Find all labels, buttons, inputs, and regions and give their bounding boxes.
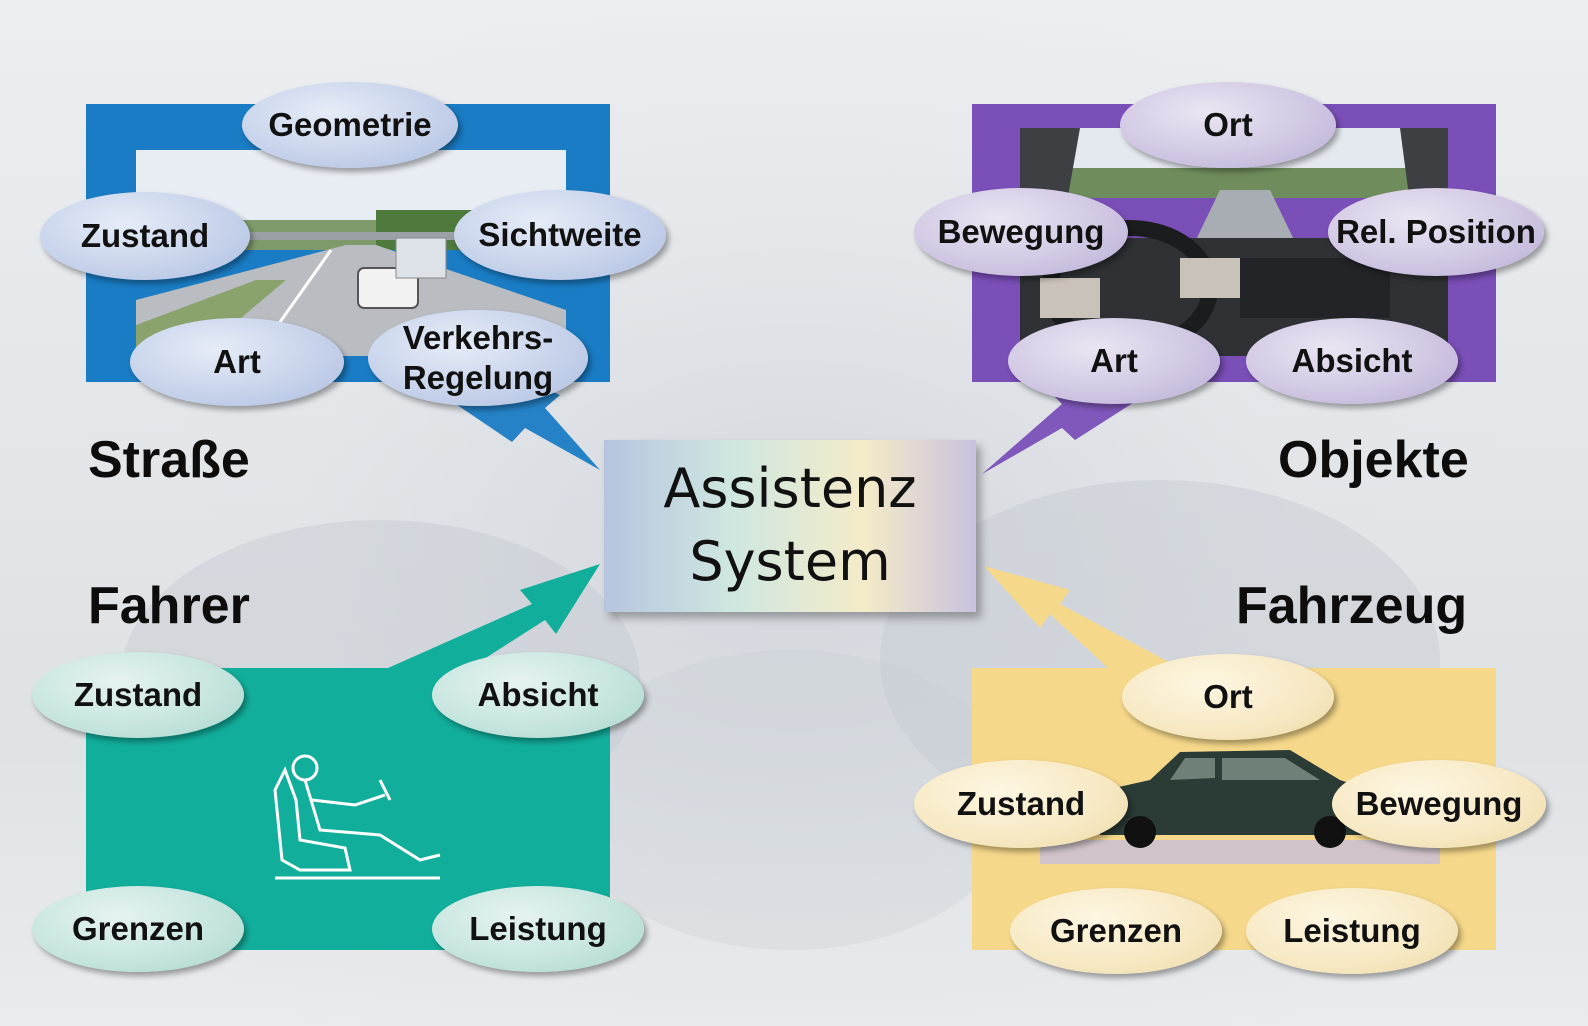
category-fahrer: Fahrer: [88, 577, 250, 635]
strasse-geometrie-ellipse: Geometrie: [242, 82, 458, 168]
label: Zustand: [73, 676, 203, 714]
fahrer-zustand-ellipse: Zustand: [32, 652, 244, 738]
center-title-line2: System: [689, 530, 891, 593]
label: Zustand: [80, 217, 210, 255]
strasse-art-ellipse: Art: [130, 318, 344, 406]
label: Absicht: [477, 676, 599, 714]
label: Bewegung: [1355, 785, 1523, 823]
objekte-absicht-ellipse: Absicht: [1246, 318, 1458, 404]
label: Ort: [1203, 106, 1253, 144]
fahrer-grenzen-ellipse: Grenzen: [32, 886, 244, 972]
label-line2: Regelung: [402, 359, 554, 396]
label: Ort: [1203, 678, 1253, 716]
fahrzeug-bewegung-ellipse: Bewegung: [1332, 760, 1546, 848]
center-title-line1: Assistenz: [663, 457, 917, 521]
assistenz-system-box: Assistenz System: [604, 440, 976, 612]
objekte-ort-ellipse: Ort: [1120, 82, 1336, 168]
strasse-sichtweite-ellipse: Sichtweite: [454, 190, 666, 280]
objekte-art-ellipse: Art: [1008, 318, 1220, 404]
arrow-fahrzeug: [984, 566, 1180, 668]
fahrer-leistung-ellipse: Leistung: [432, 886, 644, 972]
strasse-zustand-ellipse: Zustand: [40, 192, 250, 280]
label: Leistung: [1283, 912, 1421, 950]
objekte-rel-position-ellipse: Rel. Position: [1328, 188, 1544, 276]
label-line1: Verkehrs-: [402, 319, 554, 357]
label: Bewegung: [937, 213, 1105, 251]
category-fahrzeug: Fahrzeug: [1236, 577, 1468, 635]
label: Geometrie: [268, 106, 432, 144]
fahrer-absicht-ellipse: Absicht: [432, 652, 644, 738]
label: Leistung: [469, 910, 607, 948]
label: Art: [213, 343, 261, 381]
fahrzeug-grenzen-ellipse: Grenzen: [1010, 888, 1222, 974]
label: Sichtweite: [478, 216, 642, 254]
label: Zustand: [956, 785, 1086, 823]
strasse-verkehrsregelung-ellipse: Verkehrs- Regelung: [368, 310, 588, 406]
label: Rel. Position: [1336, 213, 1536, 251]
label: Art: [1090, 342, 1138, 380]
fahrzeug-leistung-ellipse: Leistung: [1246, 888, 1458, 974]
fahrzeug-ort-ellipse: Ort: [1122, 654, 1334, 740]
fahrzeug-zustand-ellipse: Zustand: [914, 760, 1128, 848]
objekte-bewegung-ellipse: Bewegung: [914, 188, 1128, 276]
label: Absicht: [1291, 342, 1413, 380]
arrow-fahrer: [388, 564, 600, 668]
category-objekte: Objekte: [1278, 431, 1469, 489]
label: Grenzen: [71, 910, 205, 948]
label: Grenzen: [1049, 912, 1183, 950]
category-strasse: Straße: [88, 431, 250, 489]
